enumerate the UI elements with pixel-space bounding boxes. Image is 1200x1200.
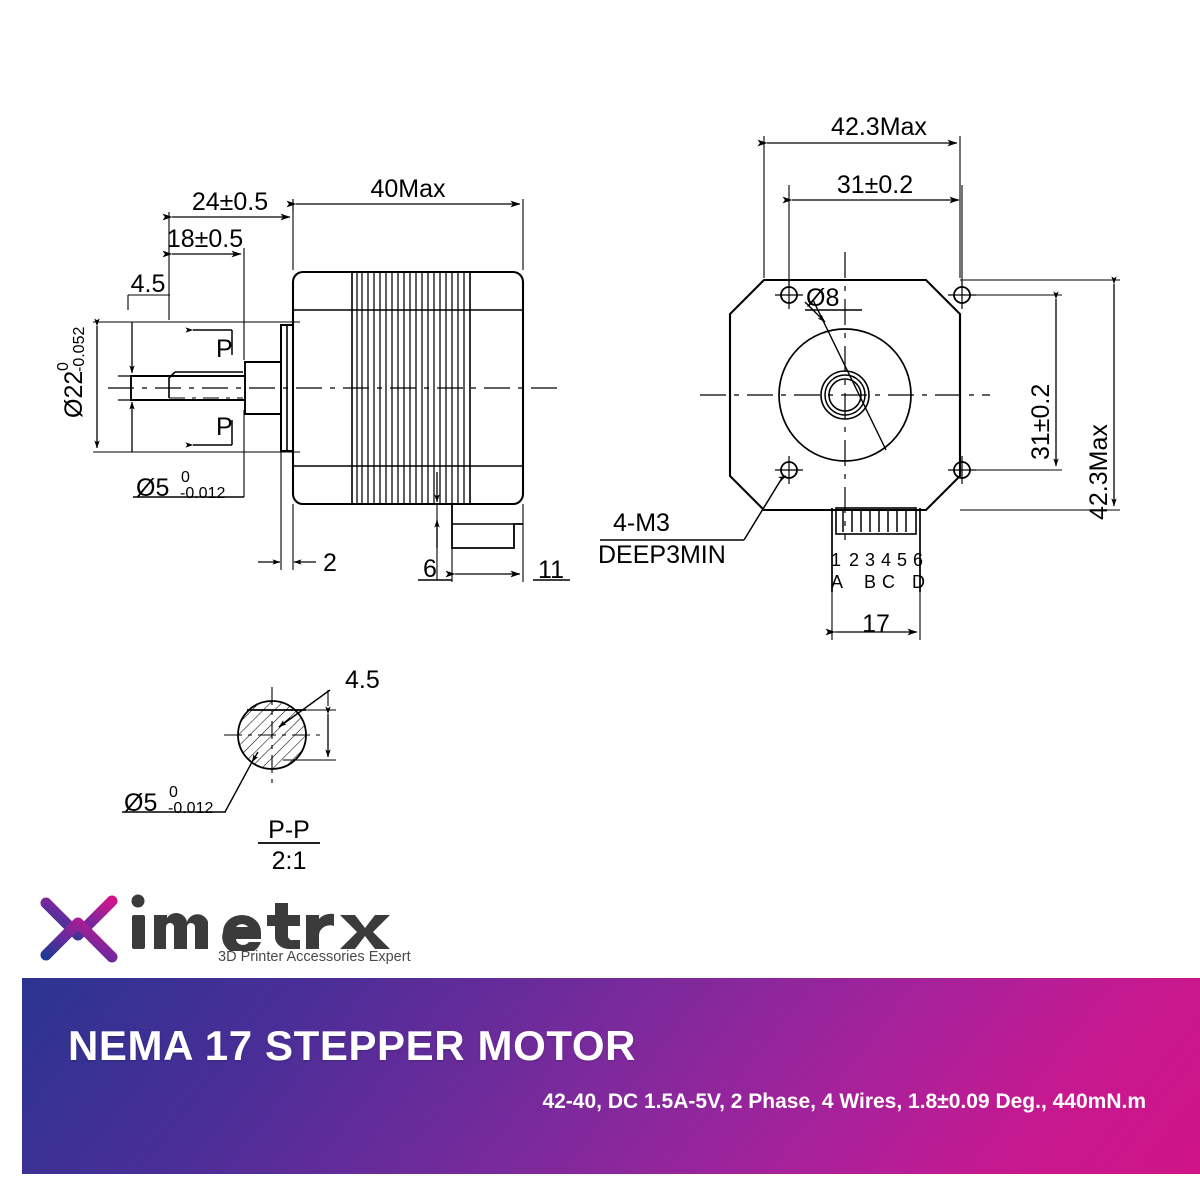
detail-view-scale: 2:1 xyxy=(272,847,307,875)
dim-shaft-18: 18±0.5 xyxy=(167,225,243,253)
dim-shaft-5-detail-tol-lower: -0.012 xyxy=(168,800,213,817)
dim-shaft-5-detail-value: Ø5 xyxy=(124,789,157,817)
dim-bore-8: Ø8 xyxy=(806,284,839,312)
dim-bolt-31-v: 31±0.2 xyxy=(1027,384,1055,460)
connector-letter-b: B xyxy=(864,572,876,592)
connector-letter-a: A xyxy=(831,572,843,592)
dim-plate-2: 2 xyxy=(323,549,337,577)
brand-tagline: 3D Printer Accessories Expert xyxy=(218,949,411,965)
side-view xyxy=(93,199,570,582)
front-view xyxy=(600,136,1120,640)
footer-banner: NEMA 17 STEPPER MOTOR 42-40, DC 1.5A-5V,… xyxy=(22,978,1200,1174)
dim-shaft-5-detail: Ø5 0 -0.012 xyxy=(124,784,213,817)
connector-letter-c: C xyxy=(882,572,895,592)
pilot-boss xyxy=(244,361,281,415)
dim-shaft-5-side-tol-lower: -0.012 xyxy=(180,485,225,502)
dim-width-423: 42.3Max xyxy=(831,113,927,141)
dim-conn-11: 11 xyxy=(538,556,564,584)
callout-4m3-line1: 4-M3 xyxy=(613,509,670,537)
connector-housing xyxy=(835,507,917,535)
dim-bolt-31-h: 31±0.2 xyxy=(837,171,913,199)
svg-text:31±0.2: 31±0.2 xyxy=(1027,384,1055,460)
imetrx-wordmark xyxy=(131,894,390,951)
connector-letter-d: D xyxy=(912,572,925,592)
connector-pin-6: 6 xyxy=(913,550,923,570)
detail-view-pp xyxy=(122,687,336,844)
dim-boss-22-value: Ø22 xyxy=(60,371,88,418)
connector-block-side xyxy=(451,504,523,549)
detail-view-title: P-P xyxy=(268,816,310,844)
banner-title: NEMA 17 STEPPER MOTOR xyxy=(68,1022,637,1069)
dim-flat-45-side: 4.5 xyxy=(131,270,166,298)
dim-flat-45-detail: 4.5 xyxy=(345,666,380,694)
connector-pin-3: 3 xyxy=(865,550,875,570)
connector-pin-4: 4 xyxy=(881,550,891,570)
dim-boss-22-tol-lower: -0.052 xyxy=(71,327,88,372)
svg-text:42.3Max: 42.3Max xyxy=(1085,424,1113,520)
dim-shaft-5-side: Ø5 0 -0.012 xyxy=(136,469,225,502)
connector-pin-2: 2 xyxy=(849,550,859,570)
brand-logo: 3D Printer Accessories Expert xyxy=(38,893,418,973)
motor-face-outline xyxy=(728,278,962,512)
dim-shaft-5-side-tol-upper: 0 xyxy=(181,469,190,486)
dim-shaft-5-side-value: Ø5 xyxy=(136,474,169,502)
dim-connector-width: 17 xyxy=(862,610,890,638)
imetrx-mark-icon xyxy=(40,895,118,963)
connector-pin-1: 1 xyxy=(831,550,841,570)
dim-body-length: 40Max xyxy=(370,175,446,203)
connector-pins xyxy=(842,510,907,532)
dim-boss-22: Ø22 0 -0.052 xyxy=(55,327,88,418)
motor-body-outline xyxy=(291,270,525,506)
callout-4m3-line2: DEEP3MIN xyxy=(598,541,726,569)
connector-pin-5: 5 xyxy=(897,550,907,570)
dim-conn-6: 6 xyxy=(423,555,437,583)
dim-shaft-24: 24±0.5 xyxy=(192,188,268,216)
section-mark-p-upper: P xyxy=(216,335,233,363)
dim-height-423: 42.3Max xyxy=(1085,424,1113,520)
dim-shaft-5-detail-tol-upper: 0 xyxy=(169,784,178,801)
banner-subtitle: 42-40, DC 1.5A-5V, 2 Phase, 4 Wires, 1.8… xyxy=(542,1090,1146,1113)
dim-boss-22-tol-upper: 0 xyxy=(55,362,72,371)
section-mark-p-lower: P xyxy=(216,413,233,441)
